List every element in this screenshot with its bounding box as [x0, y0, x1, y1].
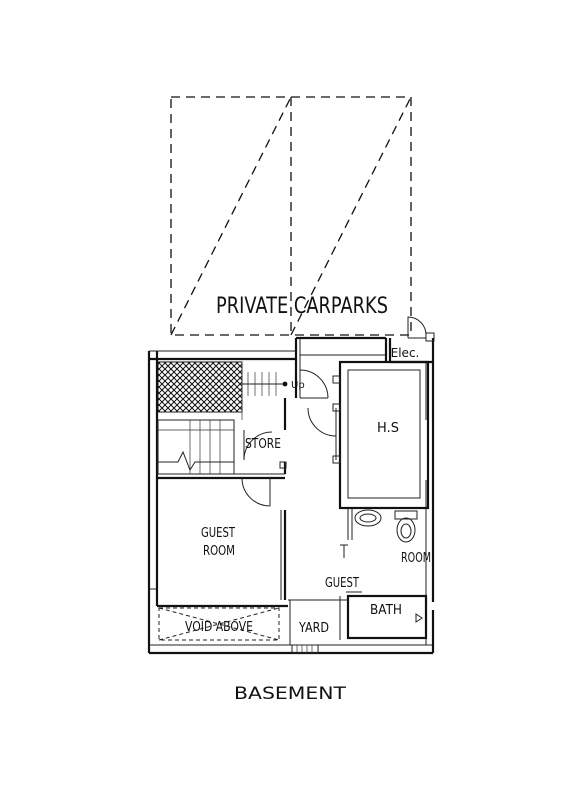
store-label: STORE — [245, 437, 281, 452]
carpark-label: PRIVATE CARPARKS — [216, 294, 388, 319]
yard-label: YARD — [298, 621, 329, 636]
stair-up-label: Up — [291, 380, 305, 391]
guest-bath-label-line1: GUEST — [325, 576, 359, 591]
store — [233, 398, 287, 474]
outer-walls — [147, 336, 435, 655]
guest-room — [157, 477, 288, 608]
hs-label: H.S — [377, 421, 399, 436]
household-shelter — [332, 360, 430, 510]
guest-room-label-line2: ROOM — [203, 544, 235, 559]
drawing-title: BASEMENT — [234, 684, 347, 704]
room-bath — [340, 508, 418, 558]
void-and-yard — [158, 599, 348, 654]
staircase — [157, 361, 288, 480]
guest-bath-label-line2: BATH — [370, 603, 402, 618]
guest-bath — [339, 591, 428, 640]
elec-cupboard — [407, 316, 435, 342]
room-partial-label: ROOM — [401, 551, 431, 566]
elec-label: Elec. — [391, 346, 420, 360]
carpark-area — [170, 96, 412, 336]
guest-room-label-line1: GUEST — [201, 526, 235, 541]
void-label: VOID ABOVE — [185, 620, 253, 635]
corridor-door — [299, 369, 337, 437]
